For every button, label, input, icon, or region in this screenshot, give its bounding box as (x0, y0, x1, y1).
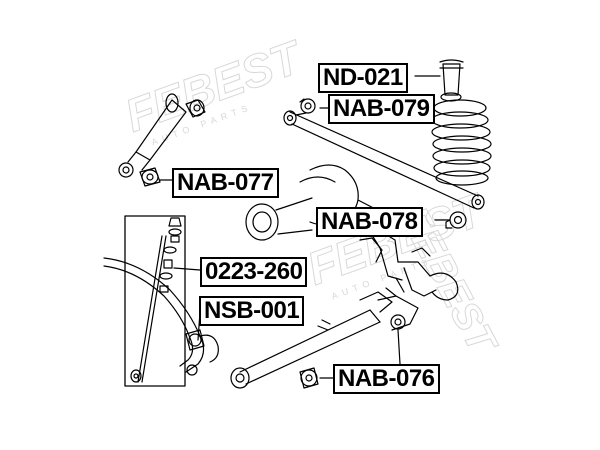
part-label-0223-260[interactable]: 0223-260 (200, 257, 308, 287)
part-label-nab-077[interactable]: NAB-077 (172, 168, 279, 198)
bushing-nab-076-outer (299, 367, 319, 389)
bushing-nab-079 (299, 98, 316, 114)
bushing-nab-077-upper (185, 99, 206, 118)
link-hardware-0223-260 (159, 217, 182, 293)
part-label-nab-078[interactable]: NAB-078 (316, 207, 423, 237)
part-label-nab-076[interactable]: NAB-076 (333, 364, 440, 394)
upper-control-arm (118, 93, 187, 178)
part-label-nab-079[interactable]: NAB-079 (328, 94, 435, 124)
bump-stop-nd-021 (439, 59, 464, 102)
bushing-nsb-001 (185, 329, 205, 351)
bushing-nab-077-lower (139, 167, 161, 187)
lateral-rod (283, 110, 485, 210)
lower-control-arm (230, 291, 419, 389)
part-label-nd-021[interactable]: ND-021 (318, 63, 408, 93)
coil-spring (431, 99, 492, 186)
stabilizer-bar (103, 257, 219, 376)
part-label-nsb-001[interactable]: NSB-001 (199, 296, 305, 326)
bushing-nab-076-inner (390, 314, 406, 330)
stabilizer-link (124, 215, 186, 387)
